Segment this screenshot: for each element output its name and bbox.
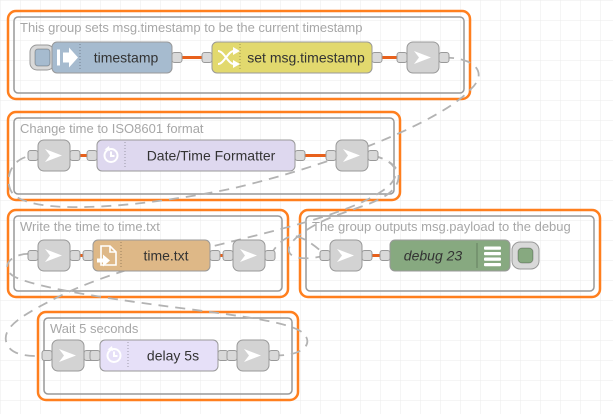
link-out-icon [240,249,257,262]
link-wire-wait-to-writefile[interactable] [6,252,309,357]
port-linkout2-in[interactable] [325,150,337,161]
clock-icon [103,146,119,163]
link-out-node-3[interactable] [232,239,266,272]
port-linkin4-out[interactable] [361,250,373,261]
group-debug-output-label: The group outputs msg.payload to the deb… [312,219,571,234]
link-out-node-2[interactable] [335,139,369,172]
port-linkin2-out[interactable] [69,150,81,161]
link-in-icon [337,249,354,262]
date-formatter-node-label: Date/Time Formatter [147,148,276,164]
inject-node-label: timestamp [94,50,159,66]
link-out-icon [244,349,261,362]
debug-toggle-button-inner [517,247,534,264]
port-debug-in[interactable] [379,250,391,261]
group-timestamp[interactable]: This group sets msg.timestamp to be the … [6,9,472,101]
link-in-node-5[interactable] [51,339,85,372]
link-out-node-1[interactable] [406,41,440,74]
delay-node-label: delay 5s [147,348,199,364]
port-change-out[interactable] [371,52,383,63]
link-in-icon [45,149,62,162]
debug-node[interactable]: debug 23 [389,239,540,272]
port-linkin3-in[interactable] [27,250,39,261]
port-linkout1-in[interactable] [396,52,408,63]
inject-icon [57,47,78,68]
file-node-label: time.txt [143,248,188,264]
port-linkin4-in[interactable] [319,250,331,261]
port-linkout3-in[interactable] [222,250,234,261]
link-out-icon [343,149,360,162]
group-wait-label: Wait 5 seconds [50,321,139,336]
group-debug-output[interactable]: The group outputs msg.payload to the deb… [298,208,602,299]
port-linkout5-in[interactable] [226,350,238,361]
file-icon [97,245,117,267]
link-wire-writefile-to-debug[interactable] [269,235,326,256]
link-out-node-5[interactable] [236,339,270,372]
date-formatter-node[interactable]: Date/Time Formatter [96,139,296,172]
port-linkin3-out[interactable] [69,250,81,261]
shuffle-icon [217,47,240,68]
debug-node-label: debug 23 [404,248,463,264]
link-out-icon [414,51,431,64]
port-linkout5-out[interactable] [268,350,280,361]
port-change-in[interactable] [201,52,213,63]
link-in-node-3[interactable] [37,239,71,272]
group-write-file-label: Write the time to time.txt [20,219,160,234]
port-linkout1-out[interactable] [438,52,450,63]
link-in-node-4[interactable] [329,239,363,272]
group-write-file[interactable]: Write the time to time.txt [6,208,290,299]
port-linkin2-in[interactable] [27,150,39,161]
file-node[interactable]: time.txt [92,239,211,272]
link-wire-iso8601-to-debug[interactable] [287,154,400,260]
timer-icon [106,346,122,363]
link-wire-timestamp-to-iso8601[interactable] [7,56,480,209]
port-linkout3-out[interactable] [264,250,276,261]
port-delay-in[interactable] [89,350,101,361]
link-in-icon [59,349,76,362]
port-file-in[interactable] [82,250,94,261]
inject-node[interactable]: timestamp [29,41,173,74]
group-timestamp-label: This group sets msg.timestamp to be the … [20,20,362,35]
port-file-out[interactable] [209,250,221,261]
link-in-icon [45,249,62,262]
port-inject-out[interactable] [171,52,183,63]
delay-node[interactable]: delay 5s [99,339,219,372]
link-in-node-2[interactable] [37,139,71,172]
debug-list-icon [484,246,501,267]
port-linkout2-out[interactable] [367,150,379,161]
port-linkin5-in[interactable] [41,350,53,361]
change-node[interactable]: set msg.timestamp [211,41,373,74]
inject-button-inner [34,48,51,67]
group-iso8601-label: Change time to ISO8601 format [20,121,204,136]
port-formatter-in[interactable] [86,150,98,161]
link-wire-iso8601-to-wait[interactable] [4,154,397,357]
port-formatter-out[interactable] [294,150,306,161]
change-node-label: set msg.timestamp [247,50,365,66]
